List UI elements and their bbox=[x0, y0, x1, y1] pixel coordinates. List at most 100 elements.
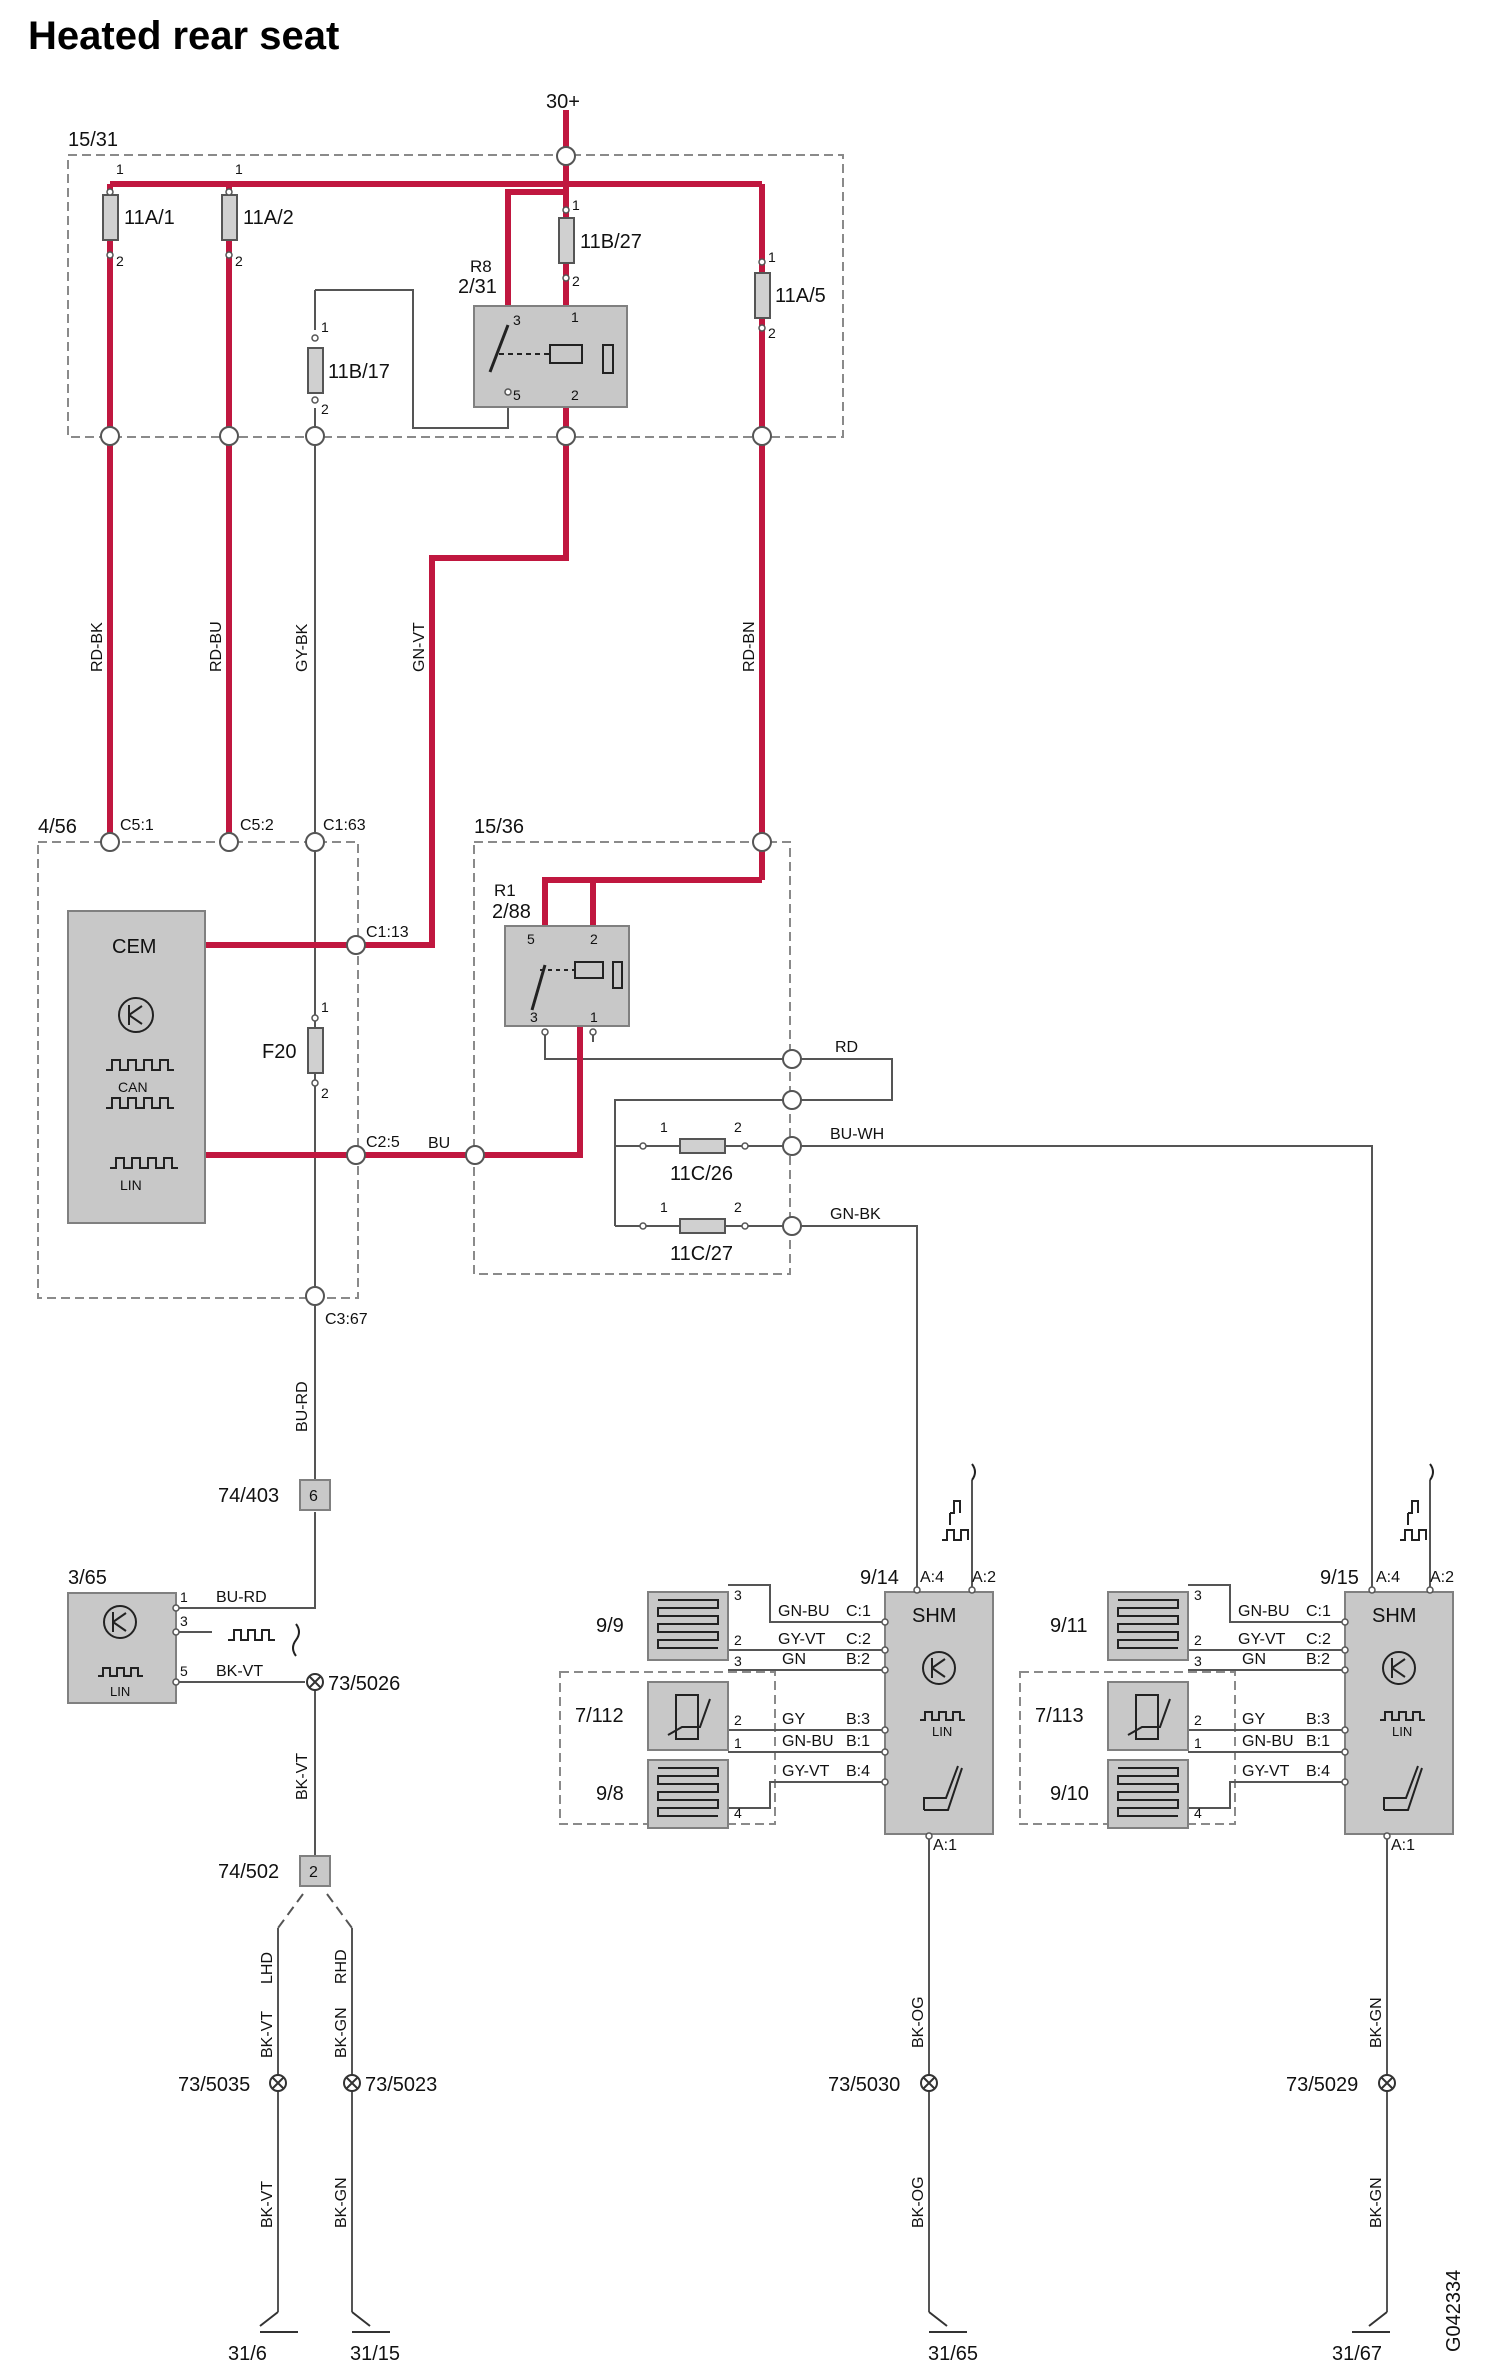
node-c5-1 bbox=[100, 832, 120, 852]
wire-bk-og-lower-label: BK-OG bbox=[910, 2176, 927, 2228]
relay-r1-name: R1 bbox=[494, 881, 516, 900]
pin-dot bbox=[311, 1014, 319, 1022]
connector-74-502-label: 74/502 bbox=[218, 1861, 279, 1883]
wire-gn-bu-98-label: GN-BU bbox=[782, 1733, 834, 1750]
module-3-65-body bbox=[67, 1592, 177, 1704]
pin-dot bbox=[741, 1142, 749, 1150]
pin-number: 1 bbox=[660, 1119, 668, 1135]
pin-number: 1 bbox=[1194, 1735, 1202, 1751]
shm-right-lin-label: LIN bbox=[1392, 1724, 1412, 1739]
pin-number: 2 bbox=[1194, 1712, 1202, 1728]
node-15-31-out-4 bbox=[556, 426, 576, 446]
heater-9-8-element-icon bbox=[657, 1767, 719, 1817]
ground-point-5026 bbox=[306, 1673, 324, 1691]
pin-number: 3 bbox=[1194, 1653, 1202, 1669]
pin-number: 3 bbox=[1194, 1587, 1202, 1603]
wire-fuse-feed bbox=[614, 1099, 792, 1226]
ground-5030-label: 73/5030 bbox=[828, 2074, 900, 2096]
node-bu-wh bbox=[782, 1136, 802, 1156]
pin-dot bbox=[968, 1586, 976, 1594]
wire-gn-7113-label: GN bbox=[1242, 1651, 1266, 1668]
connector-c1-13-label: C1:13 bbox=[366, 924, 409, 941]
pin-number: 1 bbox=[768, 249, 776, 265]
seat-right-dashed-box bbox=[1019, 1671, 1236, 1825]
pin-dot bbox=[1368, 1586, 1376, 1594]
pin-dot bbox=[881, 1748, 889, 1756]
pin-dot bbox=[881, 1666, 889, 1674]
page-title: Heated rear seat bbox=[28, 14, 340, 58]
connector-74-403-label: 74/403 bbox=[218, 1485, 279, 1507]
wire-gy-vt-911-label: GY-VT bbox=[1238, 1631, 1286, 1648]
unit-9-14-label: 9/14 bbox=[860, 1567, 899, 1589]
pin-dot bbox=[758, 258, 766, 266]
unit-4-56-label: 4/56 bbox=[38, 816, 77, 838]
module-3-65-transistor-icon bbox=[103, 1605, 137, 1639]
earth-symbol-31-6 bbox=[259, 2311, 298, 2333]
unit-15-36-label: 15/36 bbox=[474, 816, 524, 838]
pin-dot bbox=[913, 1586, 921, 1594]
supply-label: 30+ bbox=[546, 91, 580, 113]
wire-gy-vt-99-label: GY-VT bbox=[778, 1631, 826, 1648]
ground-5029-label: 73/5029 bbox=[1286, 2074, 1358, 2096]
fuse-11b17-label: 11B/17 bbox=[328, 361, 390, 383]
relay-r1-pin-2: 2 bbox=[590, 931, 598, 947]
earth-31-6-label: 31/6 bbox=[228, 2343, 267, 2365]
wire-bu-rd-label: BU-RD bbox=[294, 1381, 311, 1432]
earth-symbol-31-67 bbox=[1352, 2311, 1390, 2333]
node-c2-5 bbox=[346, 1145, 366, 1165]
node-15-31-out-2 bbox=[219, 426, 239, 446]
pin-dot bbox=[925, 1832, 933, 1840]
connector-74-502 bbox=[299, 1855, 331, 1887]
pin-dot bbox=[225, 251, 233, 259]
fuse-11a5 bbox=[754, 272, 771, 319]
connector-c1-63-label: C1:63 bbox=[323, 817, 366, 834]
node-c3-67 bbox=[305, 1286, 325, 1306]
connector-c5-2-label: C5:2 bbox=[240, 817, 274, 834]
pin-dot bbox=[106, 188, 114, 196]
pin-number: 5 bbox=[180, 1663, 188, 1679]
pin-number: 2 bbox=[116, 253, 124, 269]
pin-c2-right-label: C:2 bbox=[1306, 1631, 1331, 1648]
wire-r8-pin3-feed bbox=[505, 189, 566, 318]
pin-number: 1 bbox=[321, 319, 329, 335]
ground-point-5035 bbox=[269, 2074, 287, 2092]
pin-dot bbox=[1341, 1618, 1349, 1626]
fuse-11b27 bbox=[558, 217, 575, 264]
connector-c5-1-label: C5:1 bbox=[120, 817, 154, 834]
node-15-31-out-3 bbox=[305, 426, 325, 446]
cem-label: CEM bbox=[112, 936, 156, 958]
connector-74-403 bbox=[299, 1479, 331, 1511]
shm-left-transistor-symbol bbox=[931, 1658, 946, 1678]
connector-c3-67-label: C3:67 bbox=[325, 1311, 368, 1328]
wire-lhd-label: LHD bbox=[259, 1952, 276, 1984]
wire-gy-vt-910 bbox=[1188, 1781, 1345, 1809]
pin-number: 2 bbox=[734, 1119, 742, 1135]
fuse-11a5-label: 11A/5 bbox=[775, 285, 826, 307]
node-c1-63 bbox=[305, 832, 325, 852]
pin-dot bbox=[881, 1646, 889, 1654]
pin-number: 2 bbox=[235, 253, 243, 269]
relay-r1-code: 2/88 bbox=[492, 901, 531, 923]
shm-right-transistor-icon bbox=[1382, 1651, 1416, 1685]
pin-dot bbox=[311, 1079, 319, 1087]
node-15-31-out-5 bbox=[752, 426, 772, 446]
cem-module bbox=[67, 910, 206, 1224]
wire-gy-7113-label: GY bbox=[1242, 1711, 1265, 1728]
wire-rhd-label: RHD bbox=[333, 1949, 350, 1984]
earth-31-15-label: 31/15 bbox=[350, 2343, 400, 2365]
node-rd-1 bbox=[782, 1049, 802, 1069]
ground-point-5023 bbox=[343, 2074, 361, 2092]
wire-gn-bu-911-label: GN-BU bbox=[1238, 1603, 1290, 1620]
heater-9-10 bbox=[1107, 1759, 1189, 1829]
fuse-f20-label: F20 bbox=[262, 1041, 296, 1063]
pin-number: 4 bbox=[734, 1805, 742, 1821]
pin-dot bbox=[1341, 1666, 1349, 1674]
pin-number: 2 bbox=[321, 401, 329, 417]
pin-number: 4 bbox=[1194, 1805, 1202, 1821]
pin-number: 3 bbox=[734, 1587, 742, 1603]
relay-r8-switch bbox=[488, 324, 510, 373]
fuse-11a1-label: 11A/1 bbox=[124, 207, 175, 229]
unit-9-9-label: 9/9 bbox=[596, 1615, 624, 1637]
wire-r1-pin3 bbox=[544, 1032, 792, 1060]
wire-gy-7112-label: GY bbox=[782, 1711, 805, 1728]
